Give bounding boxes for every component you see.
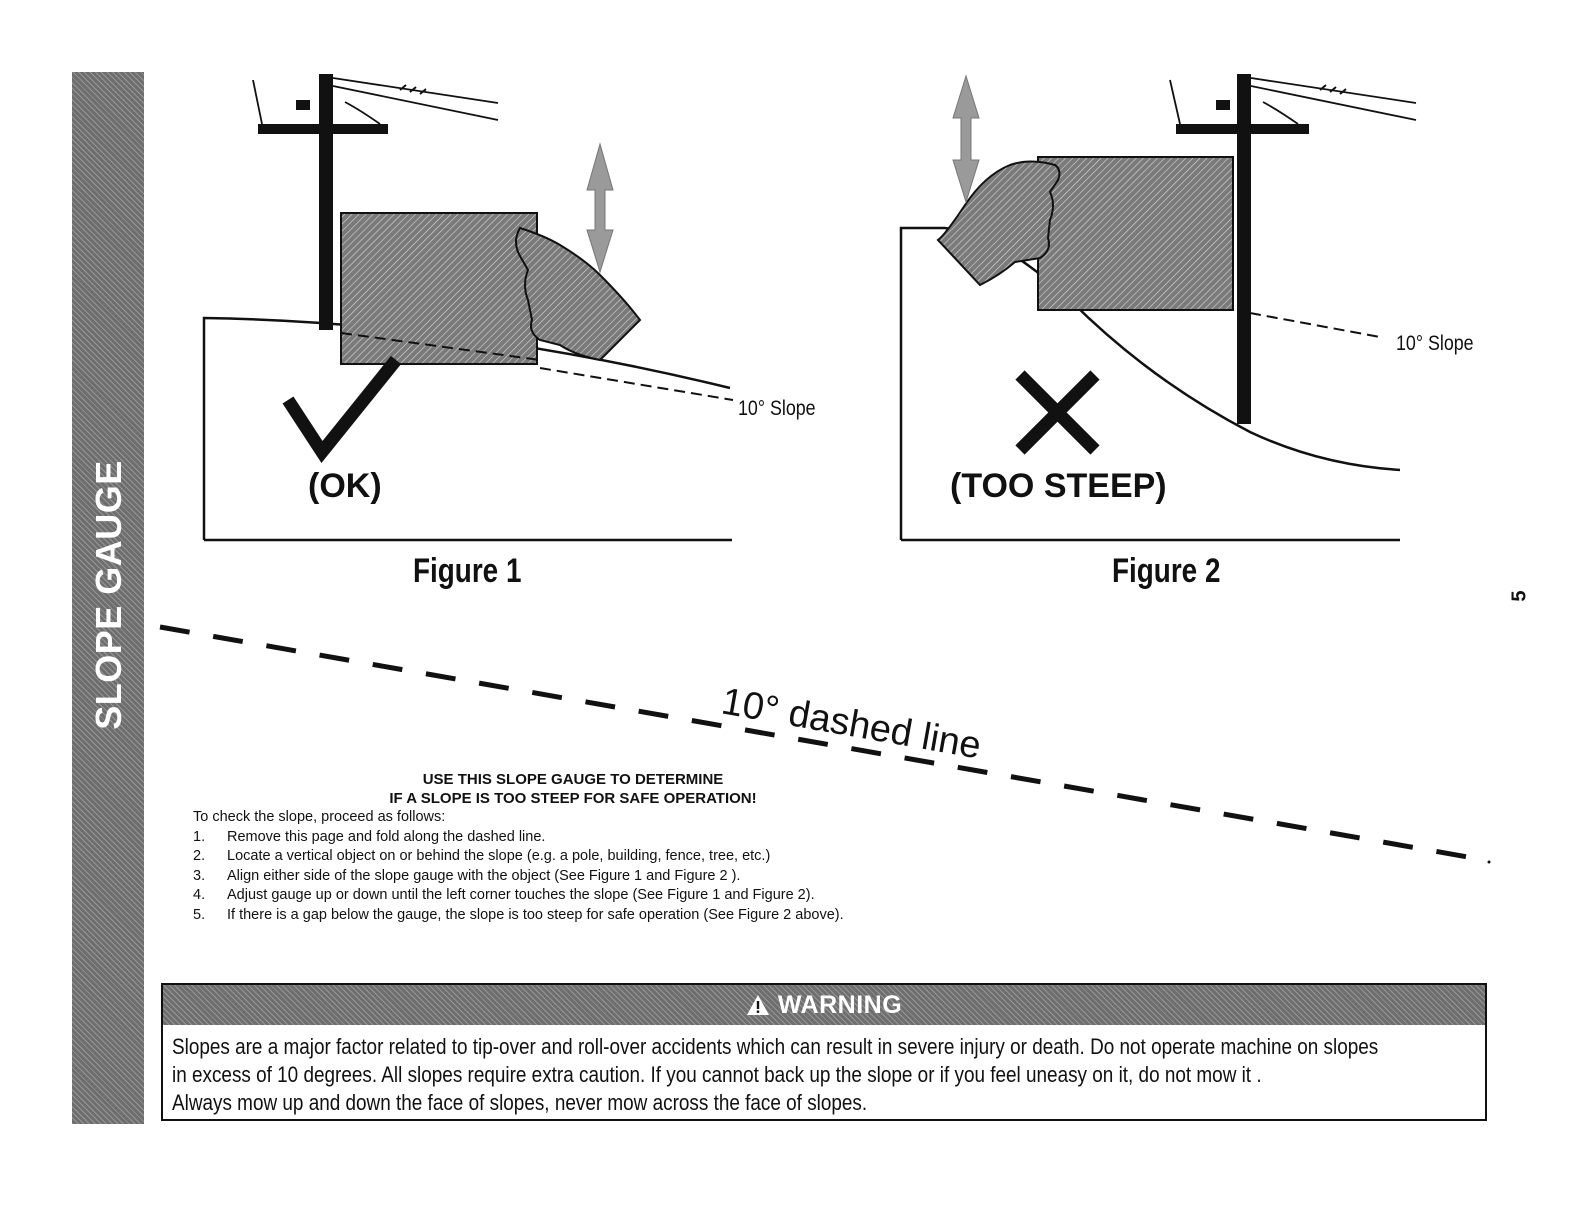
list-item: 4. Adjust gauge up or down until the lef… bbox=[193, 886, 1093, 906]
fold-dashed-line bbox=[159, 624, 1486, 863]
instructions: USE THIS SLOPE GAUGE TO DETERMINE IF A S… bbox=[193, 770, 1093, 926]
figure1-caption: Figure 1 bbox=[413, 552, 522, 590]
up-down-arrow-icon-2 bbox=[952, 74, 980, 204]
figure2-status: (TOO STEEP) bbox=[950, 467, 1167, 505]
step-text: Remove this page and fold along the dash… bbox=[227, 828, 546, 845]
step-number: 3. bbox=[193, 867, 206, 884]
side-tab bbox=[72, 72, 144, 1124]
warning-line: Always mow up and down the face of slope… bbox=[172, 1090, 868, 1115]
step-number: 4. bbox=[193, 887, 206, 904]
heading-line-2: IF A SLOPE IS TOO STEEP FOR SAFE OPERATI… bbox=[389, 790, 757, 807]
figure2-caption: Figure 2 bbox=[1112, 552, 1221, 590]
warning-triangle-icon bbox=[746, 995, 769, 1015]
warning-text: Slopes are a major factor related to tip… bbox=[163, 1025, 1485, 1117]
warning-title: WARNING bbox=[777, 990, 903, 1019]
hand-icon-2 bbox=[936, 160, 1061, 287]
slope-gauge-card-1 bbox=[340, 212, 538, 365]
warning-line: in excess of 10 degrees. All slopes requ… bbox=[172, 1062, 1262, 1087]
list-item: 5. If there is a gap below the gauge, th… bbox=[193, 906, 1093, 926]
figure2-slope-label: 10° Slope bbox=[1396, 332, 1474, 355]
instructions-heading: USE THIS SLOPE GAUGE TO DETERMINE IF A S… bbox=[193, 770, 953, 808]
list-item: 1. Remove this page and fold along the d… bbox=[193, 828, 1093, 848]
step-text: Adjust gauge up or down until the left c… bbox=[227, 887, 815, 904]
utility-pole-2 bbox=[1169, 74, 1417, 424]
slope-gauge-card-2 bbox=[1037, 156, 1234, 311]
figure2-illustration bbox=[899, 74, 1417, 542]
figure1-status: (OK) bbox=[308, 467, 382, 505]
hand-icon-1 bbox=[515, 226, 642, 362]
figure1-slope-label: 10° Slope bbox=[738, 397, 816, 420]
figure1-illustration bbox=[202, 74, 734, 542]
warning-line: Slopes are a major factor related to tip… bbox=[172, 1034, 1379, 1059]
instructions-intro: To check the slope, proceed as follows: bbox=[193, 809, 446, 825]
heading-line-1: USE THIS SLOPE GAUGE TO DETERMINE bbox=[422, 771, 724, 788]
checkmark-icon bbox=[282, 355, 402, 464]
step-number: 2. bbox=[193, 848, 206, 865]
x-mark-icon bbox=[1015, 370, 1100, 455]
utility-pole-1 bbox=[252, 74, 499, 330]
list-item: 3. Align either side of the slope gauge … bbox=[193, 867, 1093, 887]
step-number: 5. bbox=[193, 906, 206, 923]
warning-box: WARNING Slopes are a major factor relate… bbox=[161, 983, 1487, 1121]
up-down-arrow-icon-1 bbox=[586, 142, 614, 274]
step-text: If there is a gap below the gauge, the s… bbox=[227, 906, 844, 923]
list-item: 2. Locate a vertical object on or behind… bbox=[193, 847, 1093, 867]
step-number: 1. bbox=[193, 828, 206, 845]
fold-line-label: 10° dashed line bbox=[718, 681, 984, 768]
step-text: Locate a vertical object on or behind th… bbox=[227, 848, 771, 865]
step-text: Align either side of the slope gauge wit… bbox=[227, 867, 741, 884]
warning-header: WARNING bbox=[163, 985, 1485, 1025]
